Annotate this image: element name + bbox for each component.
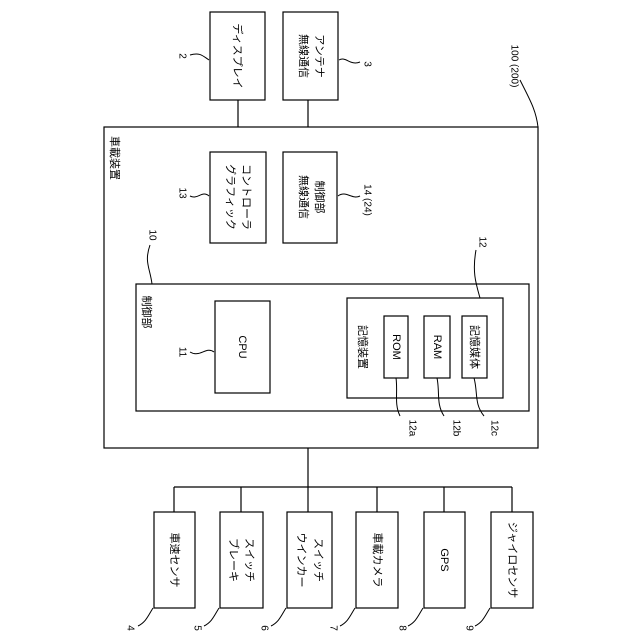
antenna-leader [339,59,360,63]
sensor-6-leader [271,608,286,626]
sensor-5-leader [204,608,219,626]
sensor-6-line1: ウインカー [295,533,308,588]
ram-ref: 12b [450,420,461,437]
sensor-6-ref: 6 [258,625,269,631]
antenna-ref: 3 [361,61,372,67]
wireless-controller-line1: 無線通信 [297,175,311,219]
sensor-7-line1: 車載カメラ [371,533,385,588]
sensor-7-ref: 7 [327,625,338,631]
sensor-5-line1: ブレーキ [227,538,241,582]
sensor-8-block: GPS 8 [396,512,465,631]
sensor-4-ref: 4 [124,625,135,631]
control-unit-title: 制御部 [140,296,154,329]
ram-label: RAM [431,335,443,359]
graphics-controller-box [210,152,266,243]
sensor-9-block: ジャイロセンサ 9 [463,512,533,631]
display-label: ディスプレイ [231,23,245,88]
graphics-controller-line1: グラフィック [224,164,238,230]
sensor-8-line1: GPS [438,548,450,571]
sensor-7-leader [340,608,355,626]
display-block: ディスプレイ 2 [176,12,265,100]
sensor-5-box [220,512,263,608]
sensor-7-block: 車載カメラ 7 [327,512,398,631]
sensor-6-box [287,512,332,608]
sensor-8-leader [408,608,423,626]
sensor-5-block: ブレーキ スイッチ 5 [191,512,263,631]
sensor-4-block: 車速センサ 4 [124,512,195,631]
device-leader [520,80,538,127]
rom-label: ROM [390,334,402,360]
graphics-controller-ref: 13 [176,187,187,199]
antenna-label-line2: アンテナ [313,34,326,78]
storage-title: 記憶装置 [356,325,370,369]
storage-ref: 12 [476,236,487,248]
medium-ref: 12c [488,420,499,436]
display-leader [190,54,209,60]
sensor-6-block: ウインカー スイッチ 6 [258,512,332,631]
device-title: 車載装置 [108,136,122,180]
sensor-8-ref: 8 [396,625,407,631]
antenna-box [283,12,338,100]
display-ref: 2 [176,53,187,59]
graphics-controller-line2: コントローラ [240,164,252,230]
sensor-9-line1: ジャイロセンサ [506,522,519,598]
sensor-4-line1: 車速センサ [168,533,182,588]
cpu-ref: 11 [176,347,187,358]
antenna-block: 無線通信 アンテナ 3 [283,12,372,100]
wireless-controller-ref: 14 (24) [361,184,372,216]
sensor-6-line2: スイッチ [312,538,325,582]
rom-ref: 12a [406,420,417,437]
antenna-label-line1: 無線通信 [297,34,311,78]
control-unit-ref: 10 [146,229,157,241]
sensor-5-line2: スイッチ [243,538,256,582]
sensor-5-ref: 5 [191,625,202,631]
sensor-4-leader [138,608,153,626]
medium-label: 記憶媒体 [468,325,482,369]
sensor-9-leader [475,608,490,626]
wireless-controller-line2: 制御部 [313,181,327,214]
sensor-9-ref: 9 [463,625,474,631]
device-ref: 100 (200) [508,45,519,88]
cpu-label: CPU [236,335,248,358]
